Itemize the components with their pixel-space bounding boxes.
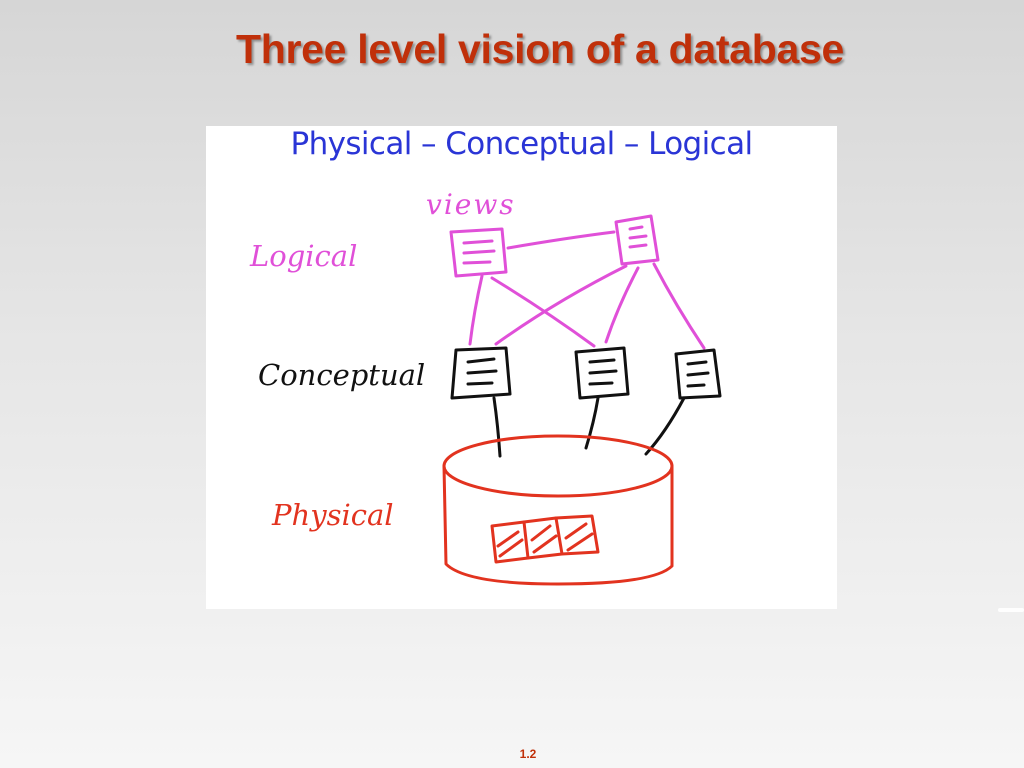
view-document-icon-2	[614, 214, 660, 266]
mapping-line-3	[494, 264, 628, 346]
views-label: views	[426, 188, 516, 221]
storage-pages-icon	[490, 514, 600, 564]
physical-link-line-2	[584, 396, 600, 450]
diagram-heading: Physical – Conceptual – Logical	[290, 126, 753, 162]
database-cylinder-icon	[442, 434, 674, 586]
mapping-line-1	[468, 274, 484, 346]
physical-link-line-3	[644, 396, 686, 456]
diagram-panel: Physical – Conceptual – Logical views Lo…	[206, 126, 837, 609]
view-link-line	[506, 230, 616, 250]
level-label-logical: Logical	[250, 239, 358, 273]
level-label-conceptual: Conceptual	[258, 358, 426, 392]
conceptual-document-icon-2	[574, 346, 630, 400]
mapping-line-5	[652, 262, 706, 350]
mapping-line-4	[604, 266, 640, 344]
physical-link-line-1	[492, 396, 502, 458]
conceptual-document-icon-1	[450, 346, 512, 400]
diagram-drawing	[442, 214, 722, 586]
slide-title: Three level vision of a database	[236, 26, 844, 72]
view-document-icon-1	[449, 227, 508, 278]
conceptual-document-icon-3	[674, 348, 722, 400]
level-label-physical: Physical	[272, 498, 394, 532]
page-number: 1.2	[519, 747, 537, 761]
decorative-swoosh	[998, 608, 1024, 612]
